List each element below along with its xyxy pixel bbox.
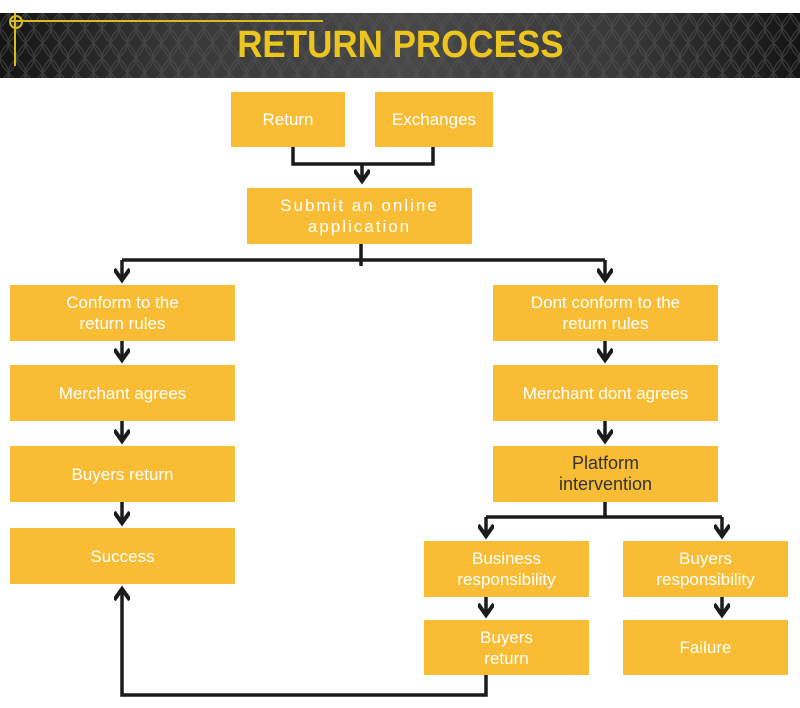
accent-line-vertical: [14, 13, 16, 66]
node-failure: Failure: [623, 620, 788, 675]
hexagon-lattice-pattern: [0, 13, 800, 78]
node-business-responsibility: Business responsibility: [424, 541, 589, 597]
node-exchanges: Exchanges: [375, 92, 493, 147]
node-buyers-responsibility: Buyers responsibility: [623, 541, 788, 597]
page-title: RETURN PROCESS: [236, 24, 564, 66]
node-merchant-dont-agrees: Merchant dont agrees: [493, 365, 718, 421]
node-platform-intervention: Platform intervention: [493, 446, 718, 502]
node-conform-rules: Conform to the return rules: [10, 285, 235, 341]
accent-circle: [9, 15, 23, 29]
node-success: Success: [10, 528, 235, 584]
header-band: RETURN PROCESS: [0, 13, 800, 78]
node-return: Return: [231, 92, 345, 147]
node-buyers-return-final: Buyers return: [424, 620, 589, 675]
node-submit-application: Submit an online application: [247, 188, 472, 244]
node-dont-conform-rules: Dont conform to the return rules: [493, 285, 718, 341]
node-merchant-agrees: Merchant agrees: [10, 365, 235, 421]
accent-line-horizontal: [10, 20, 323, 22]
node-buyers-return: Buyers return: [10, 446, 235, 502]
